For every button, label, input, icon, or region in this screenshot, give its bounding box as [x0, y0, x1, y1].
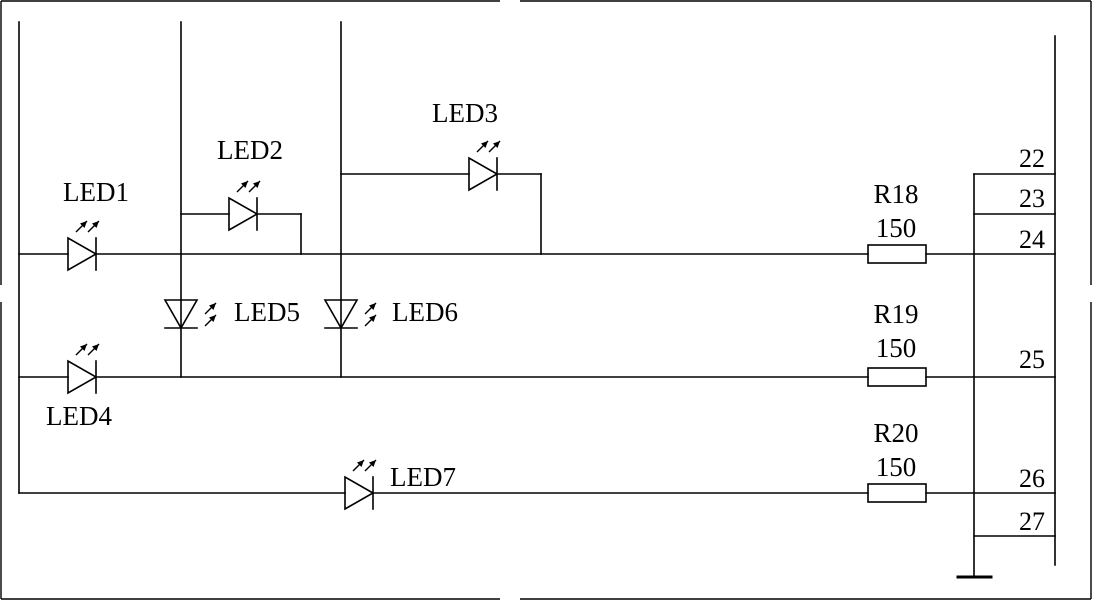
led4-label: LED4	[46, 401, 112, 431]
wires	[18, 21, 1056, 494]
pin-23: 23	[1019, 184, 1045, 213]
resistor-r18: R18 150	[867, 179, 927, 264]
connector: 22 23 24 25 26 27	[956, 35, 1056, 579]
resistor-r19-name: R19	[873, 299, 918, 329]
led1-label: LED1	[63, 177, 129, 207]
led3: LED3	[432, 98, 501, 192]
resistor-r19: R19 150	[867, 299, 927, 387]
resistor-r20-value: 150	[876, 452, 917, 482]
led4-diode-icon	[67, 343, 100, 395]
led3-diode-icon	[468, 140, 501, 192]
led4: LED4	[46, 343, 112, 431]
led5-label: LED5	[234, 297, 300, 327]
led1-diode-icon	[67, 220, 100, 272]
led7-diode-icon	[344, 459, 377, 511]
resistor-r19-value: 150	[876, 333, 917, 363]
pin-22: 22	[1019, 144, 1045, 173]
pin-25: 25	[1019, 345, 1045, 374]
pin-24: 24	[1019, 225, 1045, 254]
led6-label: LED6	[392, 297, 458, 327]
led6-diode-icon	[323, 299, 377, 330]
pin-26: 26	[1019, 464, 1045, 493]
led2: LED2	[217, 135, 283, 232]
resistor-r20-name: R20	[873, 418, 918, 448]
led2-diode-icon	[228, 180, 261, 232]
led7: LED7	[344, 459, 456, 511]
led6: LED6	[323, 297, 458, 330]
led2-label: LED2	[217, 135, 283, 165]
pin-27: 27	[1019, 507, 1045, 536]
resistor-r18-name: R18	[873, 179, 918, 209]
led5-diode-icon	[163, 299, 217, 330]
resistor-r18-value: 150	[876, 213, 917, 243]
led1: LED1	[63, 177, 129, 272]
led7-label: LED7	[390, 462, 456, 492]
resistor-r20: R20 150	[867, 418, 927, 503]
led3-label: LED3	[432, 98, 498, 128]
led5: LED5	[163, 297, 300, 330]
